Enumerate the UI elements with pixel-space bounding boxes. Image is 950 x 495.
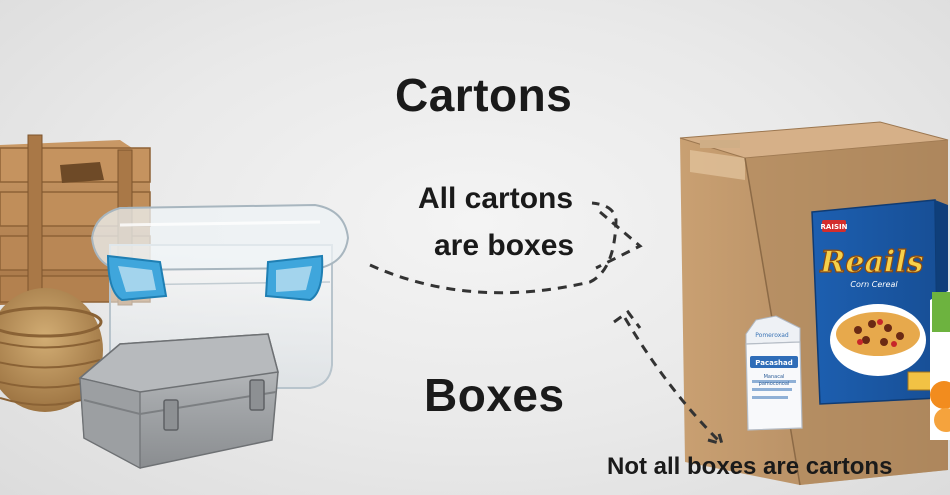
all-cartons-caption-line1: All cartons (418, 182, 574, 215)
cereal-box: RAISIN Reails Corn Cereal (811, 199, 948, 405)
arrow-cartons-to-boxes (369, 201, 643, 295)
cereal-brand-text: Reails (819, 245, 923, 280)
cereal-tag-text: RAISIN (821, 223, 848, 231)
cereal-sub-text: Corn Cereal (850, 280, 898, 289)
cartons-title: Cartons (395, 69, 573, 121)
milk-line2-text: Pacashad (755, 359, 792, 367)
milk-line3-text: pamoconoal (759, 381, 790, 387)
not-all-boxes-caption: Not all boxes are cartons (607, 453, 893, 480)
milk-line1-text: Pomeroxad (755, 332, 789, 339)
all-cartons-caption-line2: are boxes (434, 229, 575, 262)
woven-basket (0, 288, 103, 412)
milk-carton: Pomeroxad Pacashad (745, 315, 803, 431)
metal-box (78, 333, 279, 470)
milk-line3-text: Manacal (764, 374, 785, 380)
arrow-boxes-to-cartons (613, 309, 725, 447)
juice-carton (930, 290, 950, 440)
boxes-title: Boxes (424, 369, 565, 421)
